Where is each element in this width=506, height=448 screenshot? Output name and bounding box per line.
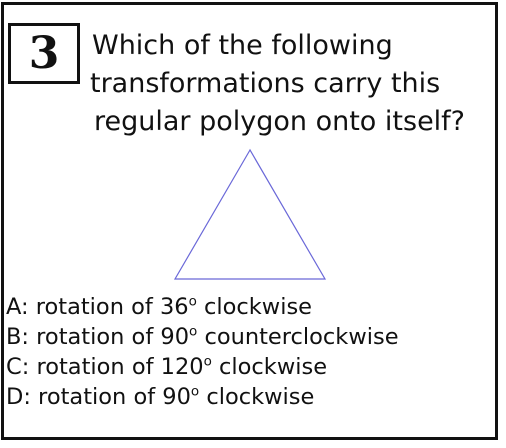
question-line-2: transformations carry this	[90, 68, 441, 99]
choice-a[interactable]: A: rotation of 36o clockwise	[6, 293, 313, 320]
question-card: 3 Which of the following transformations…	[1, 2, 498, 440]
question-line-1: Which of the following	[92, 30, 393, 61]
choice-d[interactable]: D: rotation of 90o clockwise	[6, 383, 315, 410]
answer-choices: A: rotation of 36o clockwise B: rotation…	[6, 292, 504, 412]
triangle-icon	[173, 148, 327, 280]
problem-number: 3	[28, 27, 60, 79]
triangle-figure	[172, 147, 332, 287]
problem-number-box: 3	[8, 23, 80, 84]
choice-b[interactable]: B: rotation of 90o counterclockwise	[6, 323, 399, 350]
question-line-3: regular polygon onto itself?	[94, 106, 466, 137]
choice-c[interactable]: C: rotation of 120o clockwise	[6, 353, 328, 380]
question-text: Which of the following transformations c…	[90, 27, 498, 141]
